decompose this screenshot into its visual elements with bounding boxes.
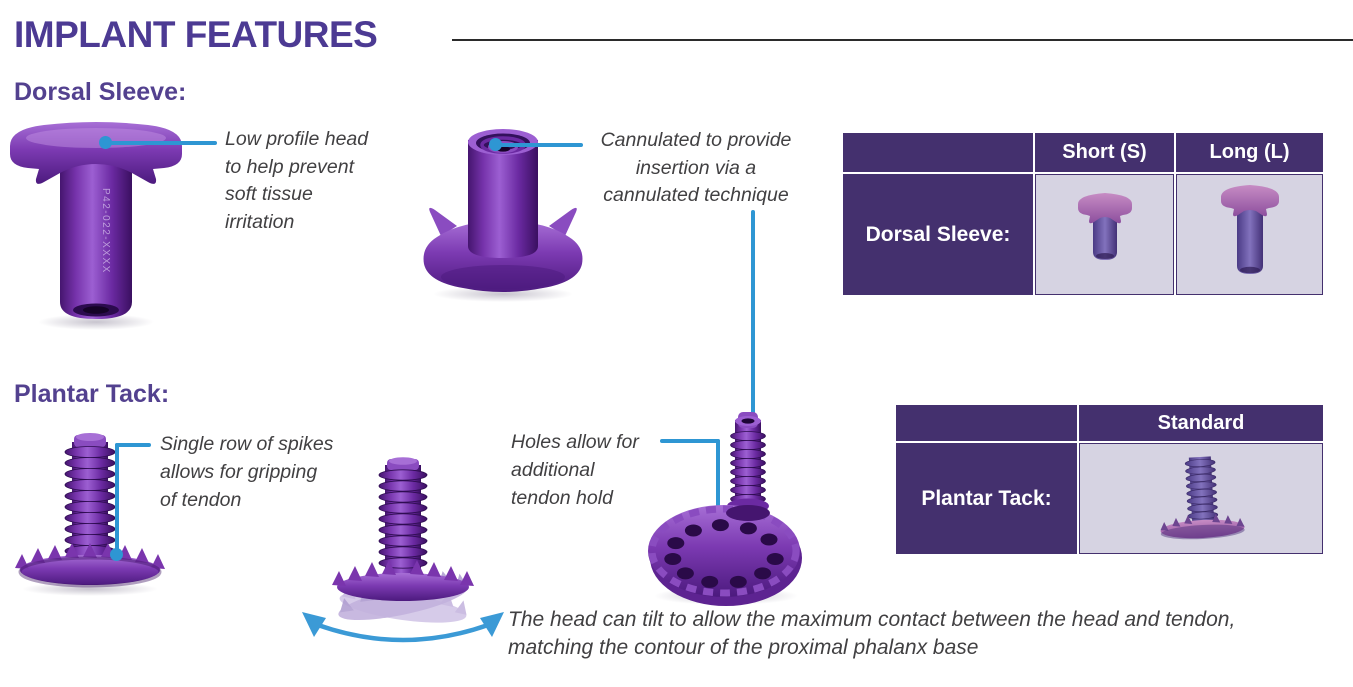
table-cell-long [1176, 174, 1323, 295]
column-header-standard: Standard [1079, 405, 1323, 441]
table-cell-short [1035, 174, 1174, 295]
dorsal-sleeve-long-photo [1220, 184, 1279, 274]
tilting-tack-photo [302, 457, 504, 643]
dorsal-sleeve-photo: P42-022-XXXX [10, 122, 182, 330]
callout-line [498, 143, 583, 147]
cannulated-sleeve-photo [423, 129, 583, 302]
callout-line [105, 141, 217, 145]
row-label-plantar-tack: Plantar Tack: [896, 443, 1077, 554]
callout-dot-icon [110, 548, 123, 561]
callout-line [115, 443, 151, 447]
dorsal-sleeve-size-table: Short (S) Long (L) Dorsal Sleeve: [843, 133, 1323, 295]
callout-line [660, 439, 720, 443]
callout-cannulated: Cannulated to provide insertion via a ca… [600, 129, 792, 206]
callout-line [716, 439, 720, 534]
page-title: IMPLANT FEATURES [14, 14, 378, 55]
plantar-tack-size-table: Standard Plantar Tack: [896, 405, 1323, 554]
plantar-tack-heading: Plantar Tack: [14, 380, 170, 408]
callout-dot-icon [489, 138, 502, 151]
callout-spikes: Single row of spikes allows for gripping… [160, 433, 334, 511]
dorsal-sleeve-short-photo [1077, 192, 1132, 260]
callout-line [115, 443, 119, 551]
dorsal-sleeve-heading: Dorsal Sleeve: [14, 78, 187, 106]
callout-low-profile: Low profile head to help prevent soft ti… [225, 128, 369, 233]
callout-holes: Holes allow for additional tendon hold [511, 431, 639, 509]
tilt-arrow-icon [302, 612, 504, 643]
column-header-short: Short (S) [1035, 133, 1174, 172]
tilt-note: The head can tilt to allow the maximum c… [508, 608, 1236, 659]
callout-line [751, 210, 755, 420]
table-corner-cell [843, 133, 1033, 172]
table-corner-cell [896, 405, 1077, 441]
plantar-tack-standard-photo [1160, 455, 1245, 539]
column-header-long: Long (L) [1176, 133, 1323, 172]
row-label-dorsal-sleeve: Dorsal Sleeve: [843, 174, 1033, 295]
table-cell-standard [1079, 443, 1323, 554]
tendon-holes [664, 519, 784, 588]
plantar-tack-photo [15, 433, 165, 596]
holed-tack-photo [648, 412, 802, 606]
title-rule [452, 39, 1353, 41]
etched-part-number: P42-022-XXXX [100, 188, 111, 274]
